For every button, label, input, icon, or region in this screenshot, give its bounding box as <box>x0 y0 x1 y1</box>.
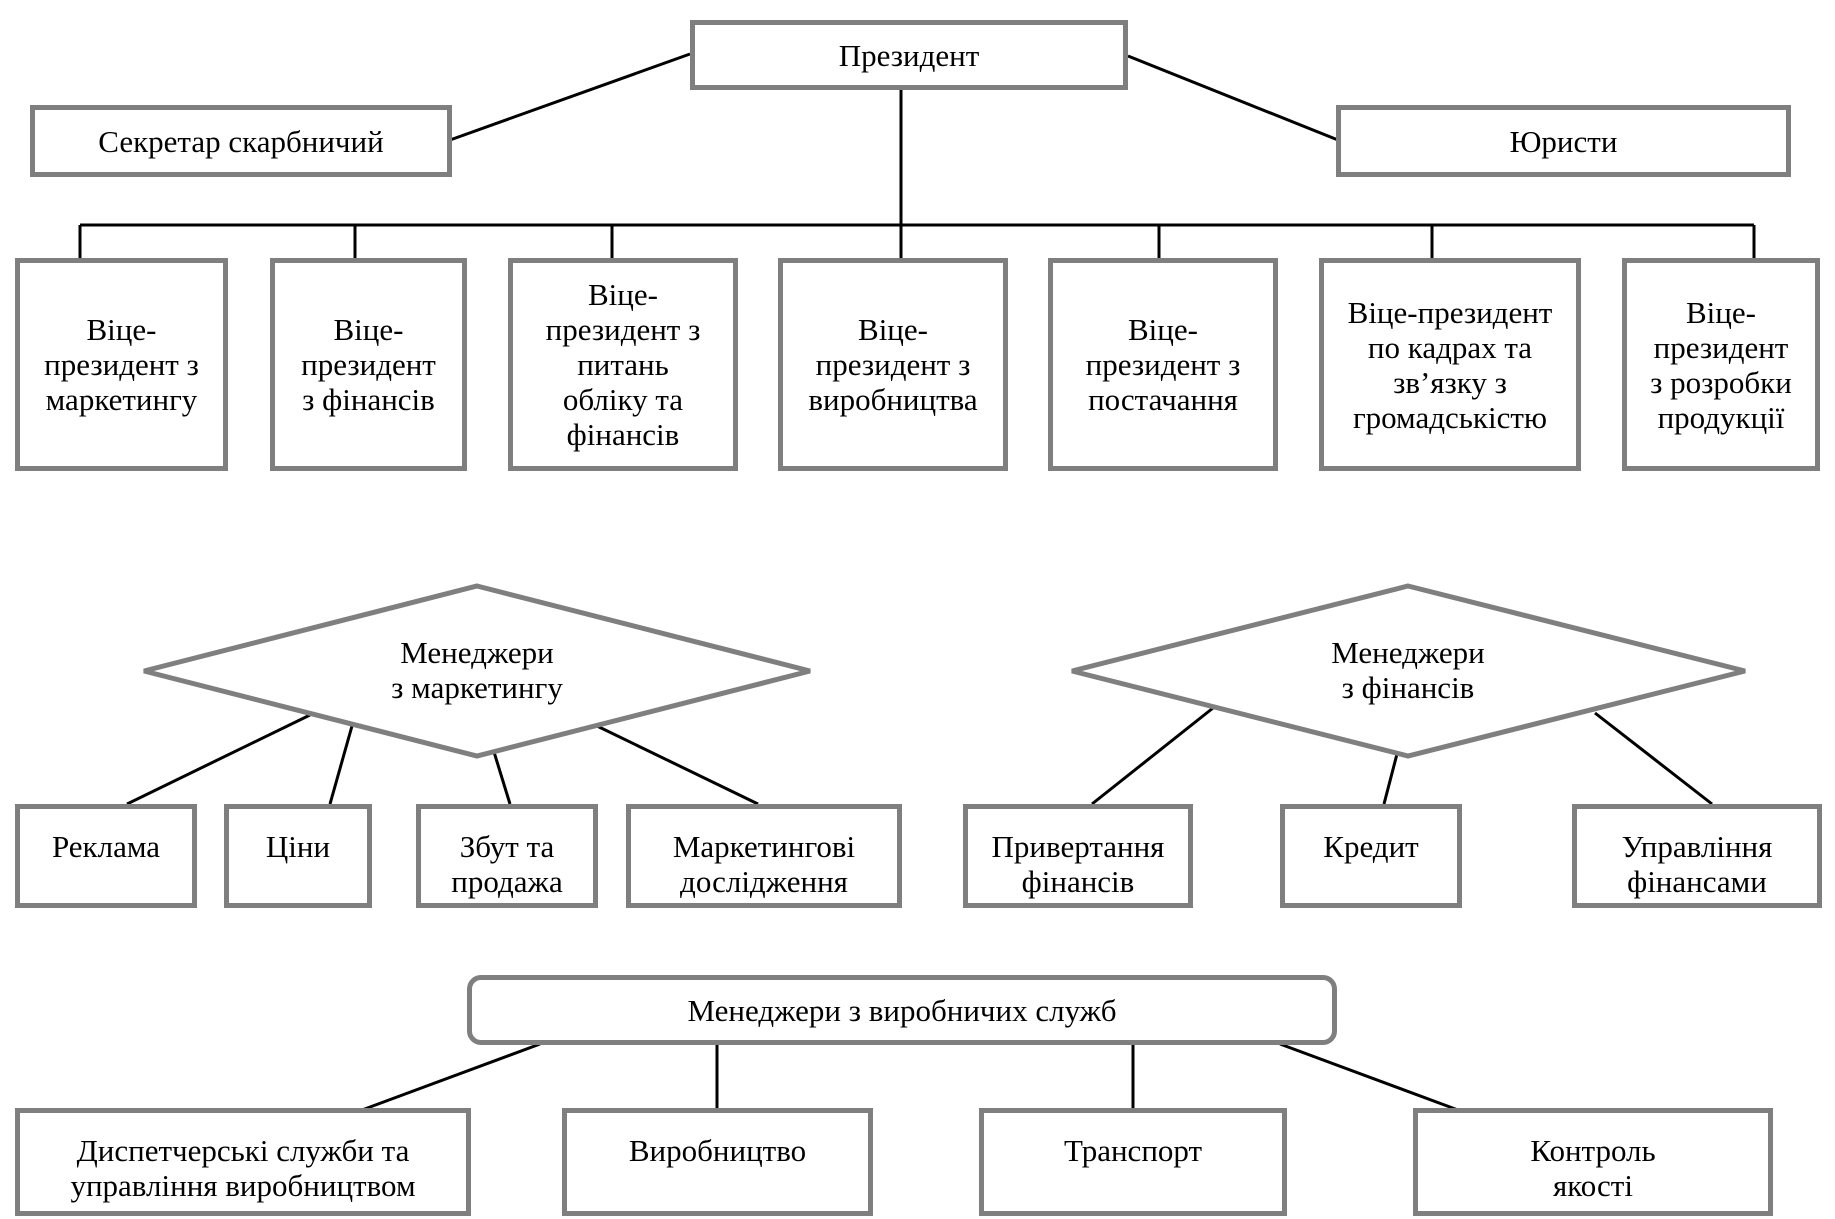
item-label: Маркетингові дослідження <box>672 829 856 899</box>
item-label: Транспорт <box>1063 1133 1203 1168</box>
lawyers-box: Юристи <box>1336 105 1791 177</box>
production-item-manufacturing: Виробництво <box>562 1108 873 1216</box>
vp-label: Віце- президент з виробництва <box>808 312 978 417</box>
finance-managers-text: Менеджери з фінансів <box>1331 634 1485 705</box>
production-item-transport: Транспорт <box>979 1108 1287 1216</box>
secretary-box: Секретар скарбничий <box>30 105 452 177</box>
marketing-item-research: Маркетингові дослідження <box>626 804 902 908</box>
production-managers-box: Менеджери з виробничих служб <box>467 975 1337 1045</box>
finance-managers-diamond <box>1071 583 1746 759</box>
lawyers-label: Юристи <box>1509 123 1618 159</box>
item-label: Збут та продажа <box>451 829 563 899</box>
president-box: Президент <box>690 20 1128 90</box>
secretary-label: Секретар скарбничий <box>98 123 384 159</box>
marketing-item-advertising: Реклама <box>15 804 197 908</box>
vp-accounting-box: Віце- президент з питань обліку та фінан… <box>508 258 738 471</box>
marketing-managers-diamond <box>143 583 811 759</box>
finance-item-attraction: Привертання фінансів <box>963 804 1193 908</box>
vp-supply-box: Віце- президент з постачання <box>1048 258 1278 471</box>
production-managers-label: Менеджери з виробничих служб <box>687 992 1117 1028</box>
item-label: Ціни <box>265 829 331 864</box>
finance-item-credit: Кредит <box>1280 804 1462 908</box>
finance-managers-label: Менеджери з фінансів <box>1258 632 1558 707</box>
vp-label: Віце- президент з фінансів <box>301 312 436 417</box>
finance-item-management: Управління фінансами <box>1572 804 1822 908</box>
vp-label: Віце- президент з розробки продукції <box>1650 294 1792 435</box>
vp-marketing-box: Віце- президент з маркетингу <box>15 258 228 471</box>
marketing-item-prices: Ціни <box>224 804 372 908</box>
vp-label: Віце- президент з маркетингу <box>44 312 199 417</box>
marketing-managers-label: Менеджери з маркетингу <box>327 632 627 707</box>
item-label: Реклама <box>51 829 161 864</box>
item-label: Привертання фінансів <box>991 829 1165 899</box>
vp-production-box: Віце- президент з виробництва <box>778 258 1008 471</box>
item-label: Управління фінансами <box>1621 829 1773 899</box>
vp-hr-pr-box: Віце-президент по кадрах та зв’язку з гр… <box>1319 258 1581 471</box>
item-label: Виробництво <box>628 1133 807 1168</box>
vp-label: Віце- президент з постачання <box>1085 312 1241 417</box>
president-label: Президент <box>838 37 980 73</box>
item-label: Диспетчерські служби та управління вироб… <box>70 1133 416 1203</box>
vp-label: Віце-президент по кадрах та зв’язку з гр… <box>1347 294 1553 435</box>
item-label: Кредит <box>1323 829 1419 864</box>
production-item-quality: Контроль якості <box>1413 1108 1773 1216</box>
vp-finance-box: Віце- президент з фінансів <box>270 258 467 471</box>
marketing-item-sales: Збут та продажа <box>416 804 598 908</box>
item-label: Контроль якості <box>1530 1133 1656 1203</box>
vp-label: Віце- президент з питань обліку та фінан… <box>545 277 701 452</box>
vp-product-dev-box: Віце- президент з розробки продукції <box>1622 258 1820 471</box>
production-item-dispatch: Диспетчерські служби та управління вироб… <box>15 1108 471 1216</box>
marketing-managers-text: Менеджери з маркетингу <box>391 634 563 705</box>
